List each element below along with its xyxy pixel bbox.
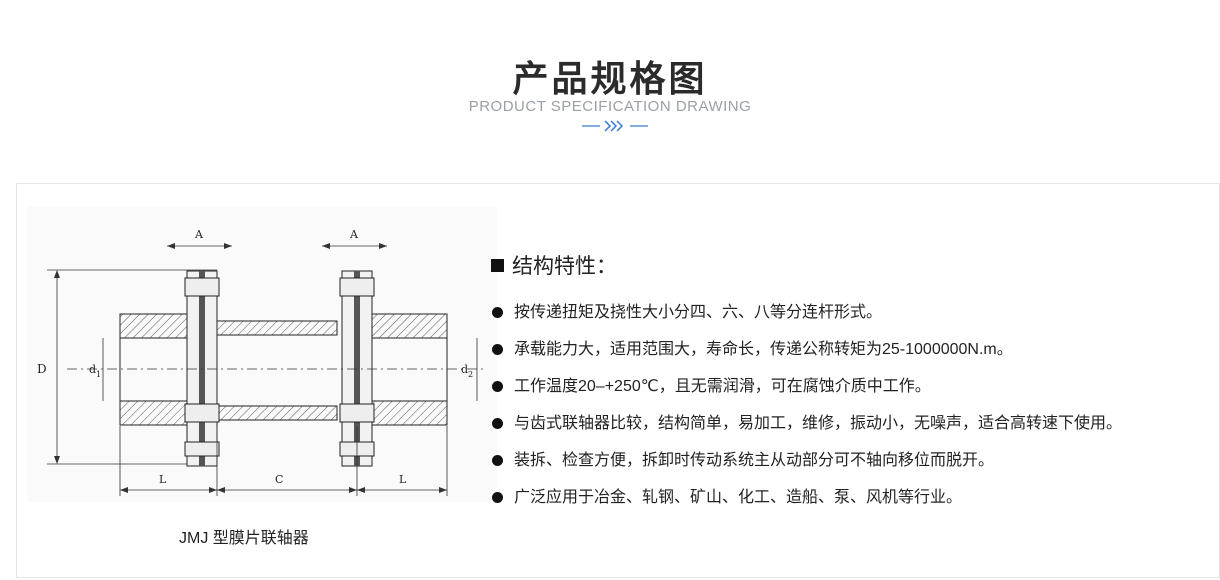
bullet-icon [492,307,503,318]
bullet-icon [492,344,503,355]
bullet-icon [492,455,503,466]
feature-item: 承载能力大，适用范围大，寿命长，传递公称转矩为25-1000000N.m。 [491,331,1220,368]
feature-list: 结构特性： 按传递扭矩及挠性大小分四、六、八等分连杆形式。 承载能力大，适用范围… [491,250,1220,516]
page-subtitle: PRODUCT SPECIFICATION DRAWING [468,98,752,115]
feature-item: 广泛应用于冶金、轧钢、矿山、化工、造船、泵、风机等行业。 [491,479,1220,516]
feature-item: 与齿式联轴器比较，结构简单，易加工，维修，振动小，无噪声，适合高转速下使用。 [491,405,1220,442]
dim-label-d1: d1 [89,363,101,379]
coupling-technical-drawing: A A D d1 d2 L C L [27,206,497,502]
dim-label-l-right: L [399,473,407,486]
dim-label-d: D [37,362,47,376]
bullet-icon [492,492,503,503]
feature-heading-text: 结构特性： [512,255,617,278]
bullet-icon [492,418,503,429]
dim-label-a-left: A [194,228,204,241]
feature-item: 工作温度20–+250℃，且无需润滑，可在腐蚀介质中工作。 [491,368,1220,405]
dim-label-c: C [275,473,283,486]
specification-panel: A A D d1 d2 L C L JMJ 型膜片联轴器 结构特性： 按传递扭矩… [16,183,1220,578]
dim-label-l-left: L [159,473,167,486]
feature-item: 装拆、检查方便，拆卸时传动系统主从动部分可不轴向移位而脱开。 [491,442,1220,479]
feature-item: 按传递扭矩及挠性大小分四、六、八等分连杆形式。 [491,294,1220,331]
square-bullet-icon [491,258,504,272]
dim-label-d2: d2 [461,363,473,379]
page-title: 产品规格图 [512,59,708,100]
dim-label-a-right: A [349,228,359,241]
feature-heading: 结构特性： [491,250,1220,280]
bullet-icon [492,381,503,392]
drawing-caption: JMJ 型膜片联轴器 [179,530,309,547]
double-chevron-divider-icon [582,120,648,132]
